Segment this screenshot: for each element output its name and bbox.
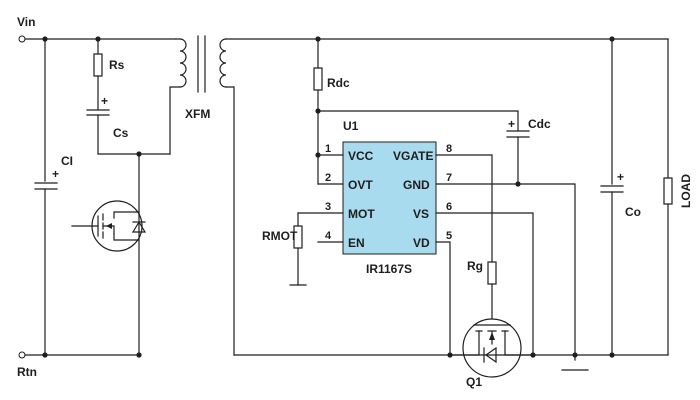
co-plus: + <box>617 170 624 184</box>
rs-resistor <box>93 38 103 110</box>
rdc-label: Rdc <box>327 76 350 90</box>
xfm-label: XFM <box>185 107 210 121</box>
rtn-label: Rtn <box>17 365 37 379</box>
rg-resistor <box>487 261 497 319</box>
co-capacitor <box>600 38 624 356</box>
cs-label: Cs <box>113 126 129 140</box>
junction-dot <box>609 352 615 358</box>
junction-dot <box>572 352 578 358</box>
pin4-number: 4 <box>325 230 332 242</box>
q1-label: Q1 <box>466 375 482 389</box>
pin6-lead <box>435 212 534 356</box>
pin2-name: OVT <box>348 178 373 192</box>
xfm-transformer <box>169 35 319 356</box>
junction-dot <box>136 352 142 358</box>
rg-label: Rg <box>467 259 483 273</box>
load-label: LOAD <box>679 174 693 208</box>
vin-terminal <box>18 35 26 43</box>
rmot-label: RMOT <box>262 229 298 243</box>
pin8-number: 8 <box>446 143 452 155</box>
cdc-capacitor <box>506 130 530 184</box>
pin6-number: 6 <box>446 201 452 213</box>
junction-dot <box>315 152 321 158</box>
junction-dot <box>530 352 536 358</box>
load-resistor <box>663 38 673 356</box>
pin8-name: VGATE <box>393 149 433 163</box>
ic-part-number: IR1167S <box>366 262 412 276</box>
ci-capacitor <box>34 38 58 356</box>
cs-plus: + <box>101 94 108 108</box>
junction-dot <box>515 181 521 187</box>
junction-dot <box>447 352 453 358</box>
rtn-terminal <box>18 351 26 359</box>
junction-dot <box>315 108 321 114</box>
rmot-resistor <box>289 212 307 286</box>
ic-ir1167s <box>342 141 437 255</box>
ci-label: CI <box>61 154 73 168</box>
cdc-label: Cdc <box>528 117 551 131</box>
rdc-resistor <box>313 38 519 156</box>
pin7-number: 7 <box>446 172 452 184</box>
pin7-name: GND <box>403 178 430 192</box>
ci-plus: + <box>52 167 59 181</box>
pin1-name: VCC <box>348 149 374 163</box>
pin7-lead <box>435 183 576 361</box>
pin2-number: 2 <box>325 172 331 184</box>
u1-label: U1 <box>343 119 359 133</box>
cs-capacitor <box>86 109 171 155</box>
co-label: Co <box>625 205 641 219</box>
pin6-name: VS <box>413 207 429 221</box>
pin3-number: 3 <box>325 201 331 213</box>
cdc-plus: + <box>508 117 515 131</box>
pin4-name: EN <box>348 236 365 250</box>
pin1-number: 1 <box>325 143 331 155</box>
pin8-lead <box>435 154 493 263</box>
pin5-number: 5 <box>446 230 452 242</box>
primary-mosfet <box>71 153 147 356</box>
q1-mosfet <box>449 318 534 378</box>
vin-label: Vin <box>17 15 35 29</box>
rs-label: Rs <box>109 58 125 72</box>
pin3-name: MOT <box>348 207 375 221</box>
pin5-name: VD <box>413 236 430 250</box>
pin5-lead <box>435 241 451 356</box>
